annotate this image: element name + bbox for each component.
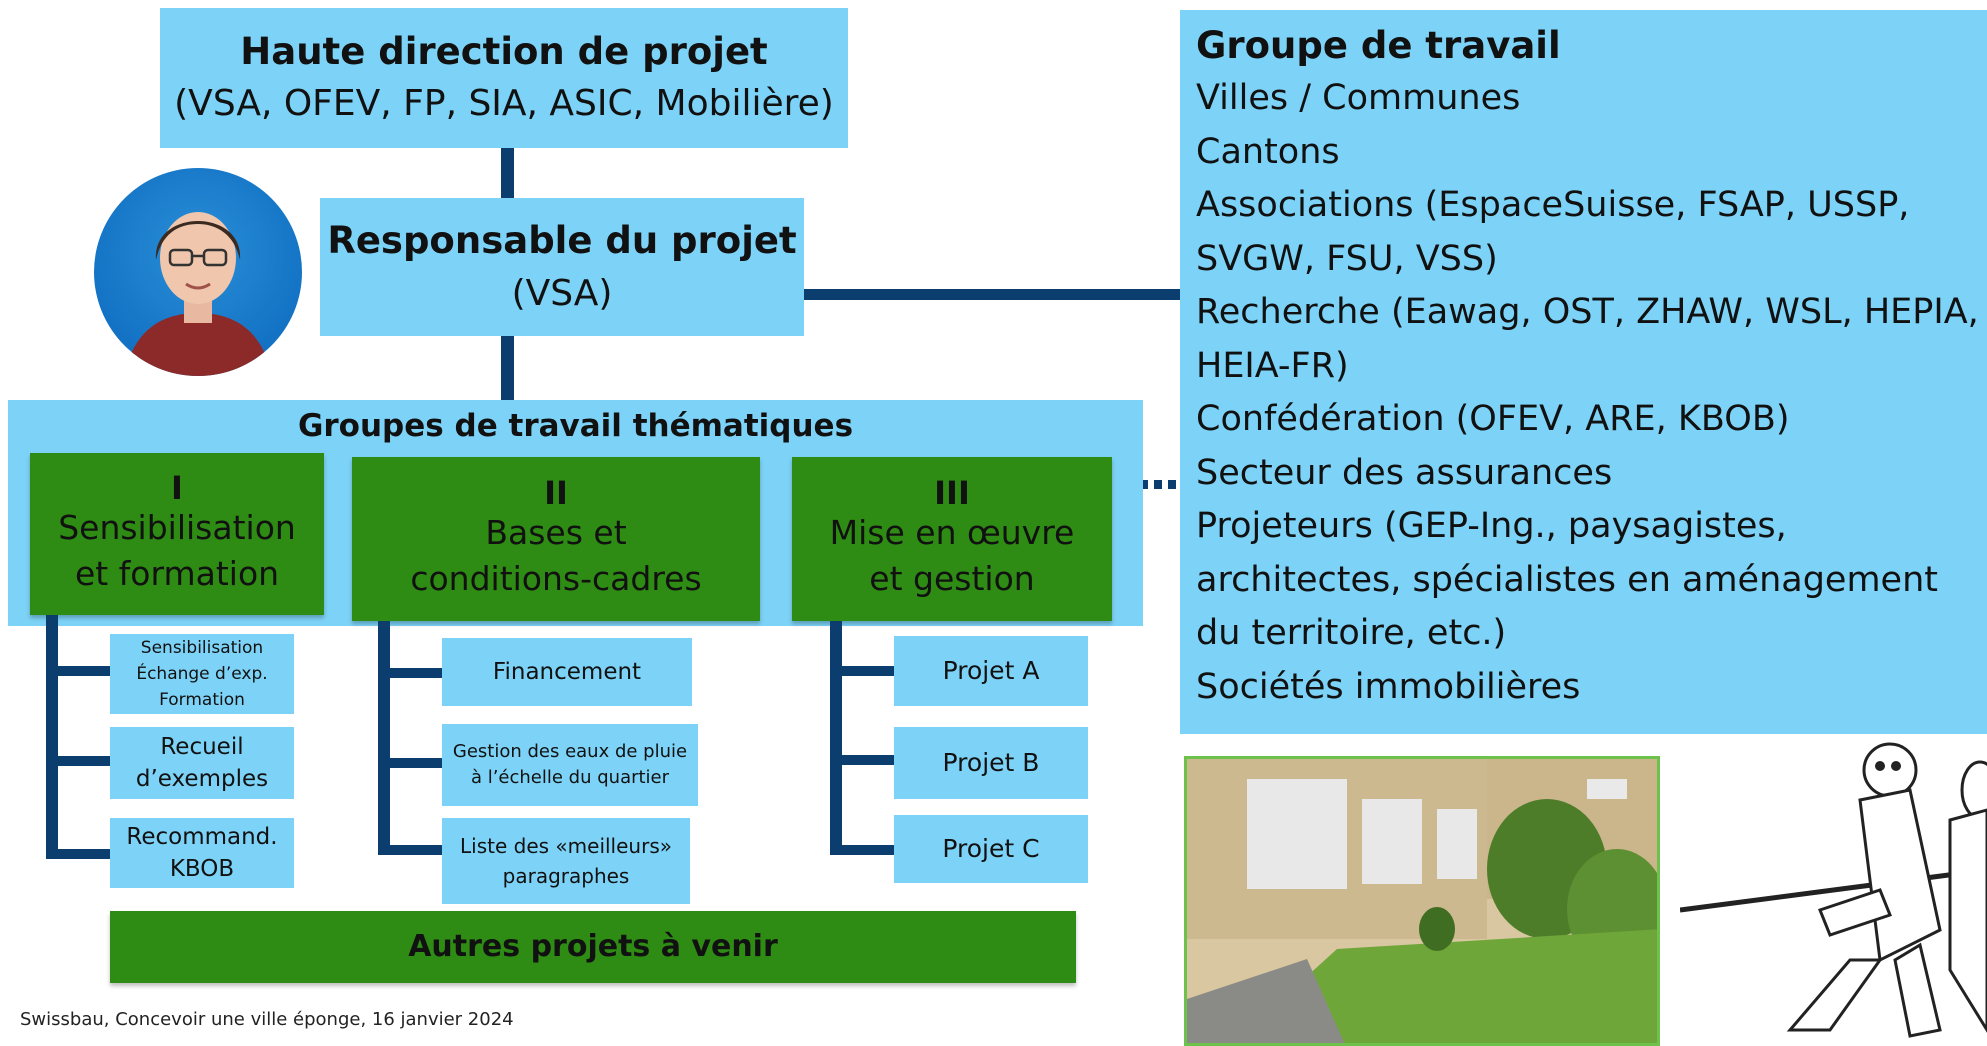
group-iii-item-2-line1: Projet B [942,748,1040,777]
working-group-line-10: architectes, spécialistes en aménagement [1196,559,1938,600]
group-i-item-kbob: Recommand. KBOB [110,818,294,888]
group-i-box: I Sensibilisation et formation [30,453,324,615]
group-i-item-2-line1: Recueil [160,734,244,760]
group-ii-item-3-line2: paragraphes [502,864,630,888]
tree-i-branch-3 [46,849,110,859]
project-steering-title: Haute direction de projet [240,30,768,73]
tree-i-trunk [46,615,58,859]
group-i-item-3-line2: KBOB [169,856,235,882]
group-i-item-1-line2: Échange d’exp. [136,664,268,684]
project-steering-members: (VSA, OFEV, FP, SIA, ASIC, Mobilière) [174,83,834,124]
working-group-line-11: du territoire, etc.) [1196,613,1507,653]
group-i-label-line2: et formation [74,554,280,593]
working-group-line-3: Associations (EspaceSuisse, FSAP, USSP, [1196,185,1910,225]
working-group-line-7: Confédération (OFEV, ARE, KBOB) [1196,399,1790,439]
group-ii-item-2-line1: Gestion des eaux de pluie [452,741,688,762]
group-ii-box: II Bases et conditions-cadres [352,457,760,621]
tug-of-war-cartoon [1680,730,1987,1046]
tree-i-branch-2 [46,756,110,766]
group-iii-item-3-line1: Projet C [942,834,1040,863]
working-group-line-2: Cantons [1196,131,1340,172]
group-i-item-2-line2: d’exemples [135,766,269,792]
working-group-line-6: HEIA-FR) [1196,345,1349,386]
group-ii-item-rainwater: Gestion des eaux de pluie à l’échelle du… [442,724,698,806]
group-iii-item-project-c: Projet C [894,815,1088,883]
dotted-connector-iii-working-group [1112,480,1180,489]
working-group-line-12: Sociétés immobilières [1196,666,1581,707]
future-projects-label: Autres projets à venir [408,929,778,964]
tree-ii-trunk [378,621,390,855]
group-iii-item-project-a: Projet A [894,636,1088,706]
project-lead-box: Responsable du projet (VSA) [320,198,804,336]
connector-top-to-lead [501,148,514,198]
tree-ii-branch-2 [378,758,442,768]
group-i-item-examples: Recueil d’exemples [110,727,294,799]
group-i-item-3-line1: Recommand. [126,824,278,850]
connector-lead-to-thematic [501,336,514,400]
group-iii-item-1-line1: Projet A [942,656,1040,685]
group-ii-number: II [544,474,568,512]
group-i-item-awareness: Sensibilisation Échange d’exp. Formation [110,634,294,714]
group-i-item-1-line3: Formation [159,690,245,710]
tree-iii-branch-2 [830,755,894,765]
group-ii-item-3-line1: Liste des «meilleurs» [460,834,672,858]
tree-iii-trunk [830,621,842,855]
group-iii-box: III Mise en œuvre et gestion [792,457,1112,621]
working-group-line-8: Secteur des assurances [1196,452,1613,493]
group-ii-item-financing: Financement [442,638,692,706]
green-space-photo [1184,756,1660,1046]
group-ii-label-line1: Bases et [485,513,627,552]
tree-iii-branch-1 [830,666,894,676]
project-steering-box: Haute direction de projet (VSA, OFEV, FP… [160,8,848,148]
tree-ii-branch-1 [378,668,442,678]
group-iii-label-line2: et gestion [869,559,1035,598]
thematic-groups-title: Groupes de travail thématiques [297,408,854,444]
working-group-line-4: SVGW, FSU, VSS) [1196,238,1498,279]
group-i-number: I [171,469,183,507]
group-ii-item-best-paragraphs: Liste des «meilleurs» paragraphes [442,818,690,904]
group-i-item-1-line1: Sensibilisation [140,638,264,658]
group-ii-item-1-line1: Financement [492,659,642,685]
group-ii-item-2-line2: à l’échelle du quartier [470,767,670,788]
working-group-panel: Groupe de travail Villes / Communes Cant… [1180,10,1987,734]
tree-i-branch-1 [46,666,110,676]
tree-iii-branch-3 [830,845,894,855]
group-iii-label-line1: Mise en œuvre [829,513,1075,552]
group-iii-item-project-b: Projet B [894,727,1088,799]
group-iii-number: III [934,474,970,512]
footer-caption: Swissbau, Concevoir une ville éponge, 16… [20,1009,514,1030]
group-ii-label-line2: conditions-cadres [410,559,702,598]
future-projects-bar: Autres projets à venir [110,911,1076,983]
project-lead-org: (VSA) [511,273,613,314]
working-group-line-9: Projeteurs (GEP-Ing., paysagistes, [1196,506,1787,546]
tree-ii-branch-3 [378,845,442,855]
working-group-line-1: Villes / Communes [1196,78,1521,118]
avatar [94,168,302,376]
working-group-title: Groupe de travail [1196,24,1561,67]
group-i-label-line1: Sensibilisation [58,508,296,547]
connector-lead-to-working-group [804,289,1180,300]
working-group-line-5: Recherche (Eawag, OST, ZHAW, WSL, HEPIA, [1196,292,1979,332]
project-lead-title: Responsable du projet [327,219,797,262]
